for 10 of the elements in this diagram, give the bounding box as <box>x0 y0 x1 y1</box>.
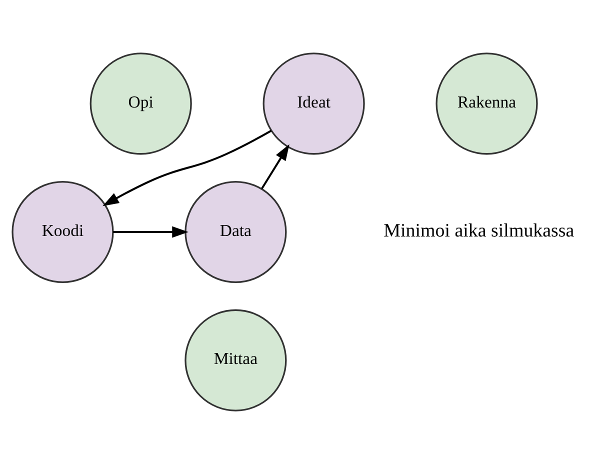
arrow <box>113 226 188 238</box>
node-circle: Mittaa <box>184 309 287 412</box>
arrow <box>102 130 272 206</box>
node-circle: Data <box>184 180 287 284</box>
arrow <box>261 144 290 190</box>
node-circle: Opi <box>90 52 192 155</box>
label: Minimoi aika silmukassa <box>384 220 574 242</box>
node-circle: Ideat <box>262 52 365 155</box>
node-circle: Rakenna <box>436 52 538 155</box>
node-circle: Koodi <box>12 180 114 284</box>
